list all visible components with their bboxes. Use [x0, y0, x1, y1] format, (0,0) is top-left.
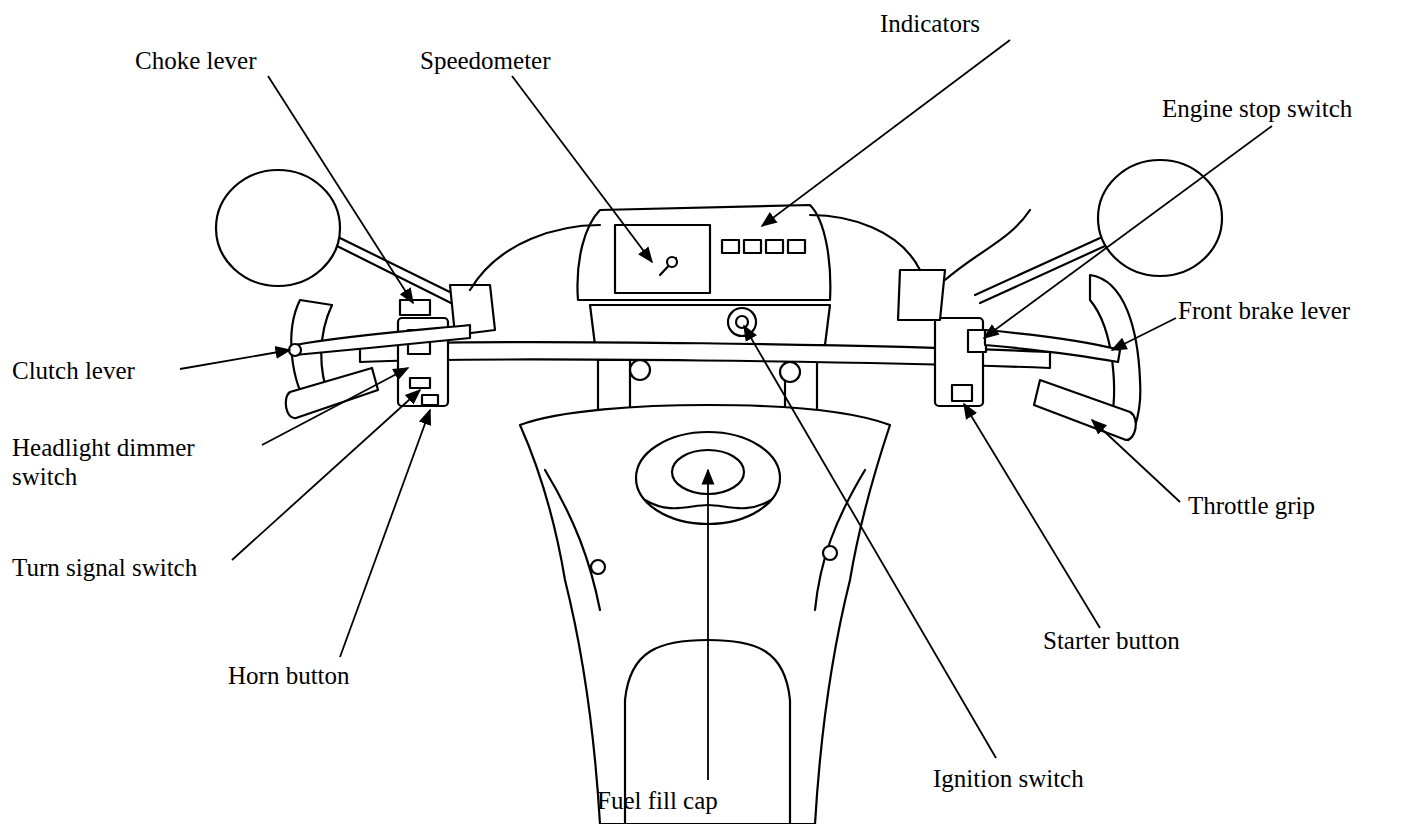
speedometer-needle — [660, 258, 676, 275]
part-label: Turn signal switch — [12, 553, 197, 582]
leader-line — [340, 410, 430, 657]
left-grip — [286, 368, 378, 418]
control-cable — [810, 215, 920, 270]
leader-line — [232, 390, 420, 560]
leader-line — [964, 404, 1100, 628]
choke-lever — [400, 300, 430, 315]
horn-button — [422, 395, 438, 405]
leader-line — [1112, 318, 1176, 350]
throttle-grip — [1034, 380, 1136, 440]
part-label: Starter button — [1043, 626, 1180, 655]
instrument-housing — [577, 205, 830, 300]
brake-perch — [898, 270, 945, 320]
part-label: Choke lever — [135, 46, 256, 75]
leader-line — [707, 470, 709, 780]
front-brake-lever — [985, 330, 1120, 362]
mirror-stem — [340, 238, 462, 298]
leader-line — [1092, 420, 1180, 502]
fuel-tank — [520, 405, 890, 824]
indicator-lamp — [722, 240, 739, 253]
tank-bolt — [823, 546, 837, 560]
leader-line — [744, 326, 996, 758]
part-label: Indicators — [880, 9, 980, 38]
ignition-switch — [736, 316, 748, 328]
control-cable — [945, 210, 1030, 280]
part-label: Fuel fill cap — [597, 786, 718, 815]
ignition-switch — [728, 308, 756, 336]
leader-line — [268, 76, 413, 303]
part-label: Headlight dimmer switch — [12, 433, 247, 491]
part-label: Clutch lever — [12, 356, 135, 385]
part-label: Speedometer — [420, 46, 551, 75]
indicator-lamp — [788, 240, 805, 253]
clamp-bolt — [780, 362, 800, 382]
tank-bolt — [591, 560, 605, 574]
leader-line — [262, 368, 408, 445]
mirror — [216, 170, 340, 286]
speedometer-hub — [667, 257, 677, 267]
top-clamp — [590, 305, 830, 345]
speedometer-face — [615, 225, 710, 293]
leader-line — [180, 350, 290, 369]
part-label: Throttle grip — [1188, 491, 1315, 520]
leader-line — [762, 40, 1010, 226]
lever-end — [289, 344, 301, 356]
starter-button — [952, 385, 972, 401]
clutch-lever — [295, 325, 470, 355]
control-cable — [470, 225, 600, 290]
engine-stop-switch — [968, 330, 986, 352]
clamp-bolt — [630, 360, 650, 380]
indicator-lamp — [744, 240, 761, 253]
leader-line — [512, 76, 652, 262]
part-label: Engine stop switch — [1162, 94, 1352, 123]
turn-signal-switch — [410, 378, 430, 388]
indicator-lamp — [766, 240, 783, 253]
tank-panel — [545, 470, 600, 610]
part-label: Horn button — [228, 661, 350, 690]
part-label: Front brake lever — [1178, 296, 1350, 325]
part-label: Ignition switch — [933, 764, 1084, 793]
